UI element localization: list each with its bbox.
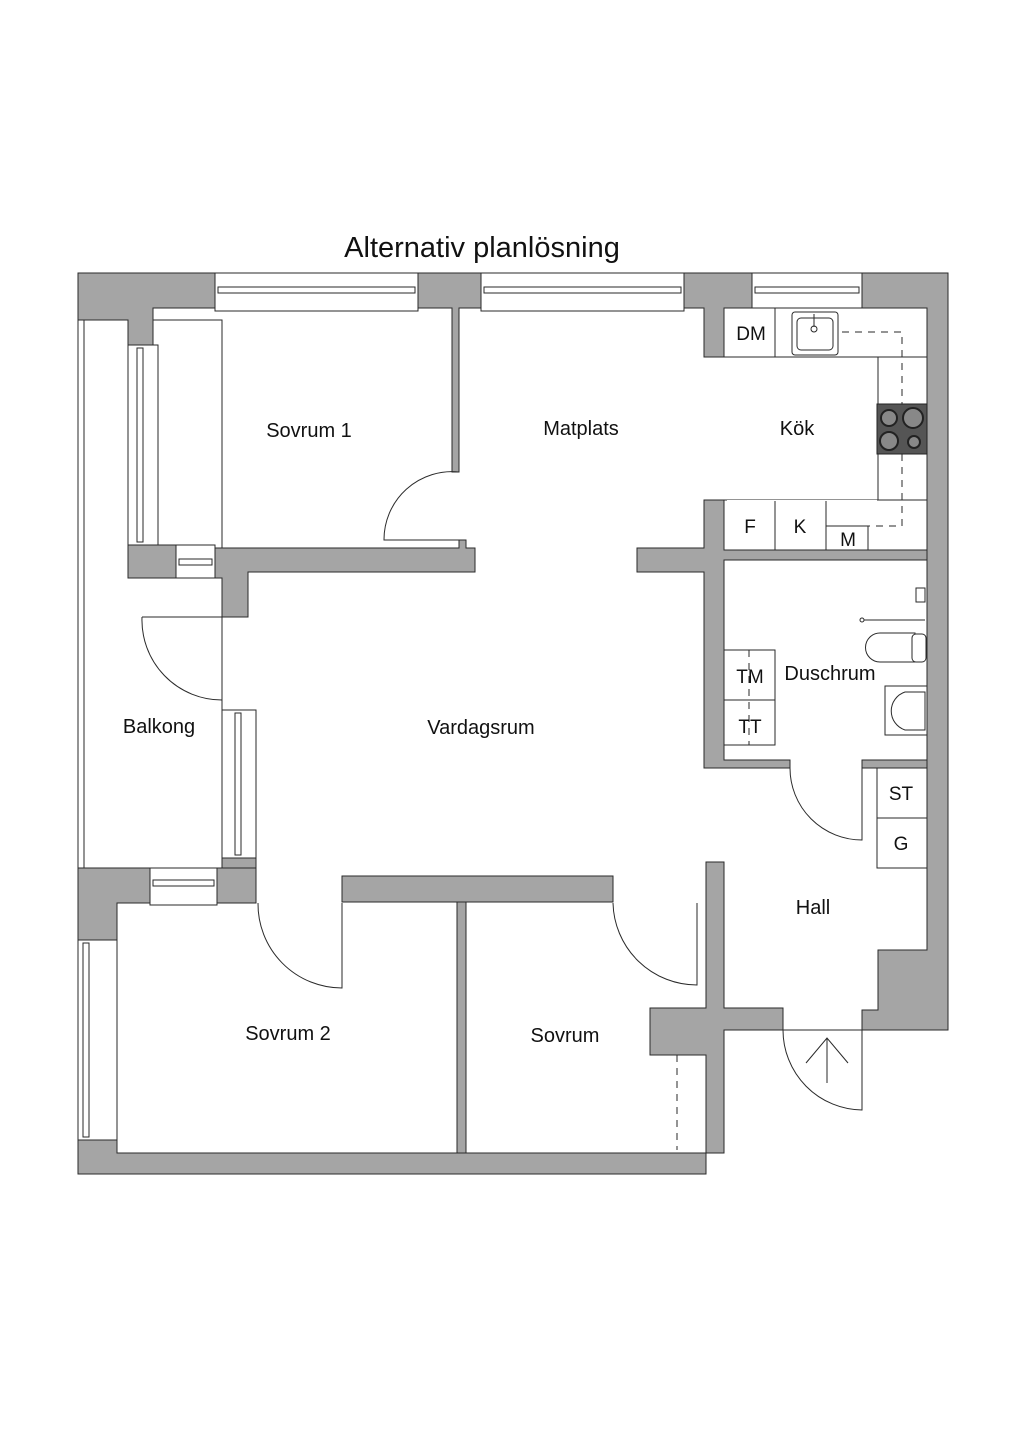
fixture-label-m: M <box>840 530 856 551</box>
fixture-label-tm: TM <box>736 667 763 688</box>
fixture-label-f: F <box>744 517 756 538</box>
sink-icon <box>791 311 839 356</box>
fixture-label-k: K <box>794 517 807 538</box>
fixture-label-dm: DM <box>736 324 766 345</box>
room-label-vardagsrum: Vardagsrum <box>427 717 534 739</box>
room-label-duschrum: Duschrum <box>784 663 875 685</box>
room-label-hall: Hall <box>796 897 830 919</box>
room-label-sovrum1: Sovrum 1 <box>266 420 352 442</box>
doors <box>141 471 863 1111</box>
entrance-arrow-icon <box>805 1037 849 1083</box>
bathroom-fixtures <box>676 587 928 1150</box>
windows <box>77 272 863 1141</box>
room-label-kok: Kök <box>780 418 815 440</box>
fixture-label-g: G <box>894 834 909 855</box>
room-label-balkong: Balkong <box>123 716 195 738</box>
room-label-sovrum2: Sovrum 2 <box>245 1023 331 1045</box>
fixture-label-st: ST <box>889 784 914 805</box>
walls <box>77 272 949 1175</box>
room-label-sovrum: Sovrum <box>531 1025 600 1047</box>
stove-icon <box>876 403 928 455</box>
room-label-matplats: Matplats <box>543 418 619 440</box>
fixture-label-tt: TT <box>738 717 762 738</box>
plan-title: Alternativ planlösning <box>344 232 620 264</box>
